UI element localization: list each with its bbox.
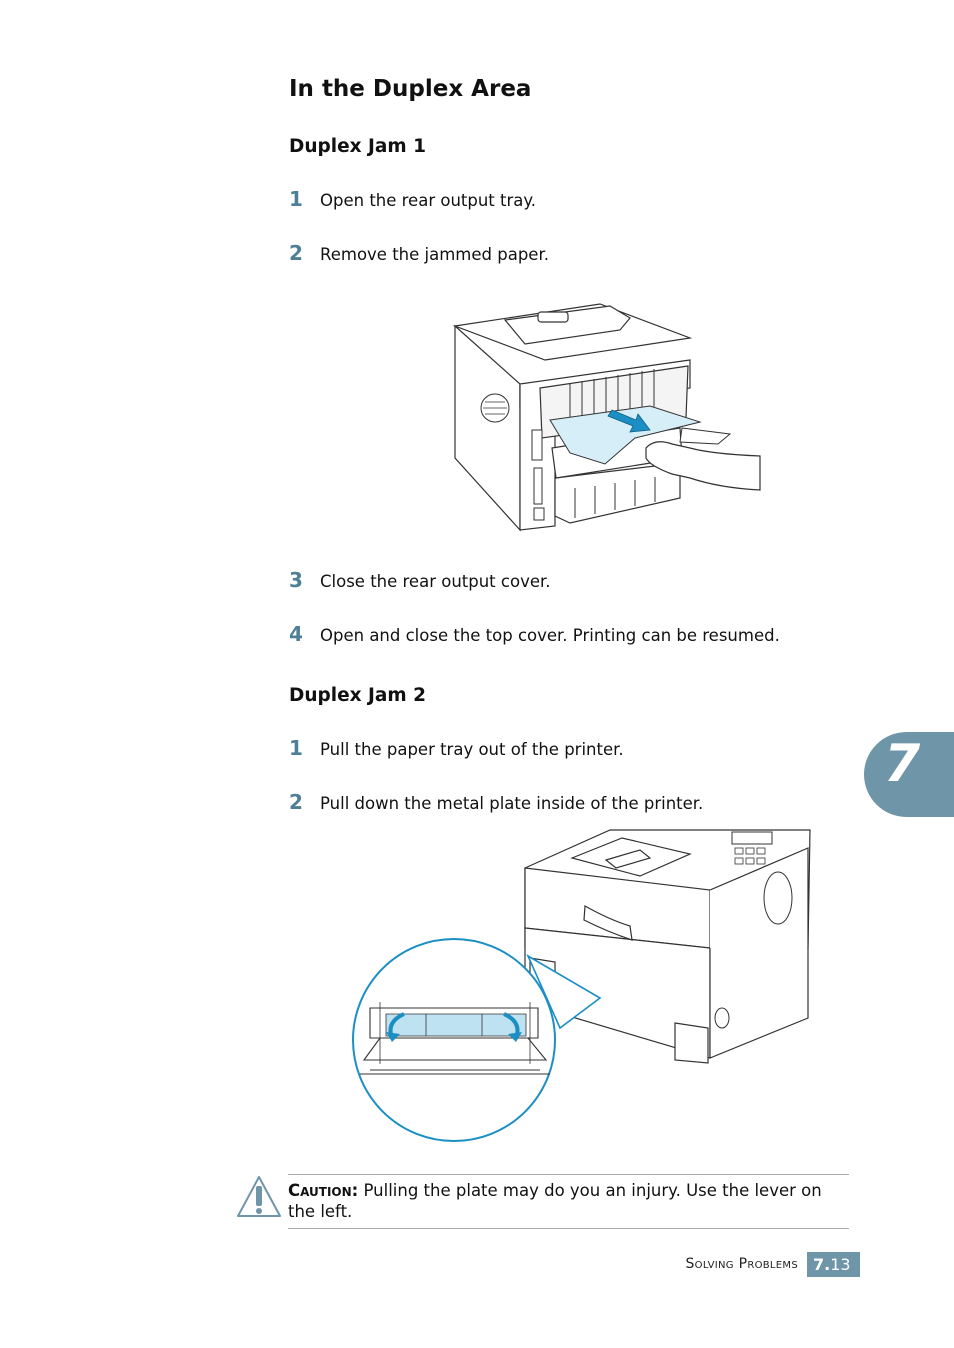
warning-icon [237,1176,281,1217]
section-title: In the Duplex Area [289,76,532,102]
page-chapter: 7. [813,1255,831,1274]
jam2-step-2: 2 Pull down the metal plate inside of th… [289,790,703,814]
step-number: 4 [289,622,303,646]
step-text: Pull down the metal plate inside of the … [320,794,704,813]
jam1-step-2: 2 Remove the jammed paper. [289,241,549,265]
caution-bottom-rule [288,1228,849,1229]
jam1-step-4: 4 Open and close the top cover. Printing… [289,622,780,646]
chapter-number: 7 [884,734,921,794]
step-text: Open and close the top cover. Printing c… [320,626,780,645]
jam2-heading: Duplex Jam 2 [289,685,426,706]
step-number: 2 [289,790,303,814]
caution-text: Caution: Pulling the plate may do you an… [288,1180,848,1222]
page-number-box: 7.13 [807,1252,860,1277]
metal-plate-illustration [352,829,811,1142]
caution-body: Pulling the plate may do you an injury. … [288,1181,822,1221]
step-number: 2 [289,241,303,265]
step-text: Pull the paper tray out of the printer. [320,740,624,759]
caution-top-rule [288,1174,849,1175]
step-number: 3 [289,568,303,592]
jam2-step-1: 1 Pull the paper tray out of the printer… [289,736,624,760]
page-number: 13 [830,1255,851,1274]
step-number: 1 [289,187,303,211]
step-text: Open the rear output tray. [320,191,537,210]
jam1-step-3: 3 Close the rear output cover. [289,568,551,592]
chapter-tab: 7 [864,732,954,817]
jam1-step-1: 1 Open the rear output tray. [289,187,536,211]
step-number: 1 [289,736,303,760]
caution-label: Caution: [288,1181,359,1200]
step-text: Close the rear output cover. [320,572,551,591]
step-text: Remove the jammed paper. [320,245,549,264]
printer-rear-jam-illustration [452,303,761,532]
footer-section-title: Solving Problems [685,1256,798,1272]
jam1-heading: Duplex Jam 1 [289,136,426,157]
